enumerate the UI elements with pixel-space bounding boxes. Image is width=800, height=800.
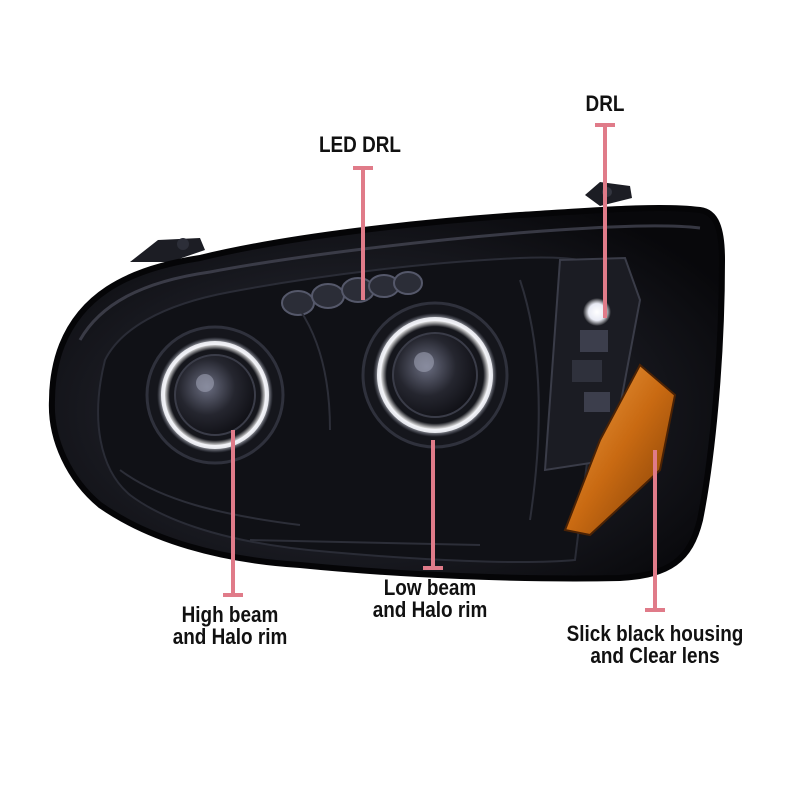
callout-lines [223,123,665,612]
callout-housing-line2: and Clear lens [590,643,720,668]
callout-housing: Slick black housing and Clear lens [556,623,754,667]
low-beam-projector [361,301,509,449]
callout-low-beam: Low beam and Halo rim [361,577,499,621]
callout-high-beam-line1: High beam [181,602,279,627]
callout-high-beam-line2: and Halo rim [172,624,288,649]
callout-drl: DRL [566,93,643,115]
callout-led-drl: LED DRL [308,134,411,156]
housing-trim [78,224,701,341]
callout-drl-text: DRL [585,91,625,116]
callout-led-drl-text: LED DRL [319,132,401,157]
callout-low-beam-line2: and Halo rim [372,597,488,622]
callout-housing-line1: Slick black housing [566,621,744,646]
callout-low-beam-line1: Low beam [383,575,477,600]
amber-corner-reflector [563,363,677,537]
high-beam-projector [145,325,285,465]
reflector-detail [119,279,540,546]
led-drl-strip [281,271,423,316]
callout-high-beam: High beam and Halo rim [161,604,299,648]
